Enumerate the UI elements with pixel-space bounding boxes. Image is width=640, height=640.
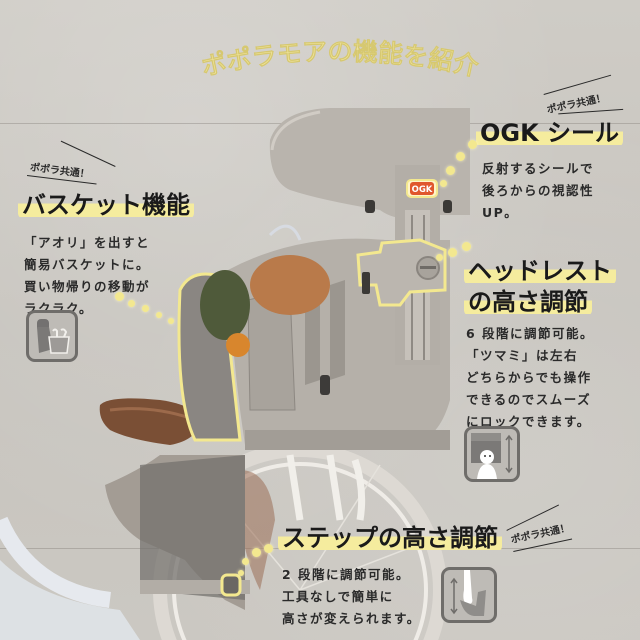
svg-text:OGK: OGK xyxy=(412,185,433,195)
headrest-height-heading: ヘッドレスト の高さ調節 xyxy=(464,256,616,318)
headrest-height-icon xyxy=(464,426,520,482)
ogk-seal-heading: OGK シール xyxy=(476,119,624,148)
page-title: ポポラモアの機能を紹介 xyxy=(150,36,530,86)
basket-feature-heading: バスケット機能 xyxy=(18,191,194,220)
ogk-seal-description: 反射するシールで 後ろからの視認性 UP。 xyxy=(482,161,595,220)
step-height-description: 2 段階に調節可能。 工具なしで簡単に 高さが変えられます。 xyxy=(282,567,421,626)
headrest-height-description: 6 段階に調節可能。 「ツマミ」は左右 どちらからでも操作 できるのでスムーズ … xyxy=(466,326,595,429)
step-height-icon xyxy=(441,567,497,623)
basket-seat-icon xyxy=(26,310,78,362)
step-height-heading: ステップの高さ調節 xyxy=(278,524,502,553)
